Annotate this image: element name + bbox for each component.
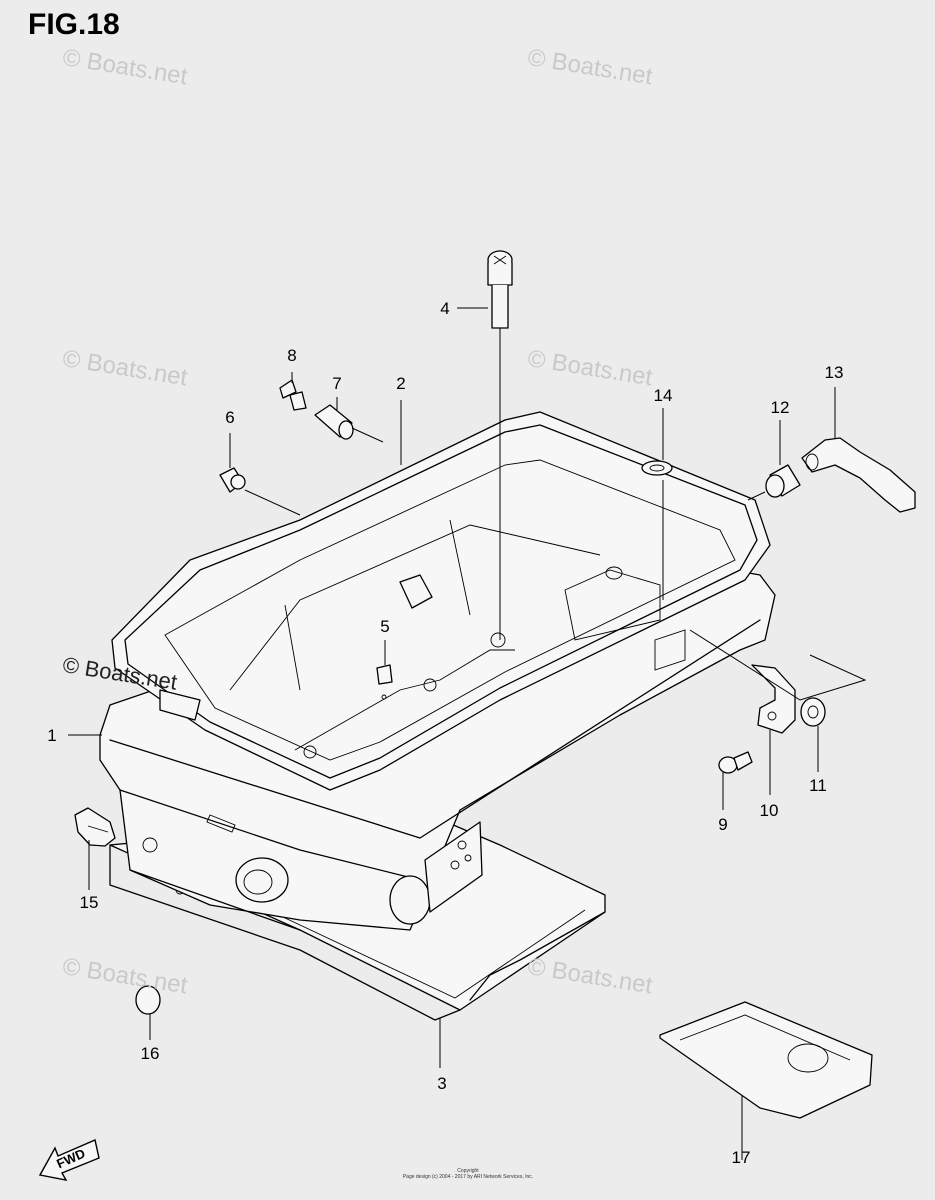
callout-7: 7 xyxy=(332,374,342,393)
copyright-line1: Copyright xyxy=(457,1168,479,1174)
part-14-grommet xyxy=(641,460,673,476)
part-11-washer xyxy=(800,697,826,727)
callout-12: 12 xyxy=(770,398,790,417)
callout-13: 13 xyxy=(824,363,844,382)
callout-2: 2 xyxy=(396,374,406,393)
copyright-notice: Copyright Page design (c) 2004 - 2017 by… xyxy=(403,1168,533,1180)
callout-11: 11 xyxy=(809,776,827,795)
part-6-plug xyxy=(219,467,246,493)
part-17-cover-panel xyxy=(659,1001,873,1119)
callout-17: 17 xyxy=(731,1148,751,1167)
part-5-grommet xyxy=(376,664,393,700)
part-13-lever xyxy=(801,437,916,513)
callout-4: 4 xyxy=(440,299,450,318)
figure-title: FIG.18 xyxy=(28,8,120,41)
part-16-cap xyxy=(135,985,161,1015)
callout-9: 9 xyxy=(718,815,728,834)
part-12-cylinder xyxy=(765,464,801,498)
fwd-arrow-icon xyxy=(38,1139,100,1181)
callout-8: 8 xyxy=(287,346,297,365)
callout-14: 14 xyxy=(653,386,673,405)
part-2-seal-rim xyxy=(111,411,771,791)
part-10-hook xyxy=(751,664,796,734)
callout-16: 16 xyxy=(140,1044,160,1063)
part-8-screw xyxy=(279,379,307,411)
callout-15: 15 xyxy=(79,893,99,912)
part-9-bolt xyxy=(718,751,753,774)
part-4-bolt xyxy=(487,250,513,329)
part-15-clip xyxy=(74,807,116,847)
callout-5: 5 xyxy=(380,617,390,636)
callout-6: 6 xyxy=(225,408,235,427)
callout-1: 1 xyxy=(47,726,57,745)
copyright-line2: Page design (c) 2004 - 2017 by ARI Netwo… xyxy=(402,1174,534,1180)
callout-10: 10 xyxy=(759,801,779,820)
callout-3: 3 xyxy=(437,1074,447,1093)
part-7-sleeve xyxy=(314,404,354,440)
leader-lines xyxy=(68,307,867,1160)
